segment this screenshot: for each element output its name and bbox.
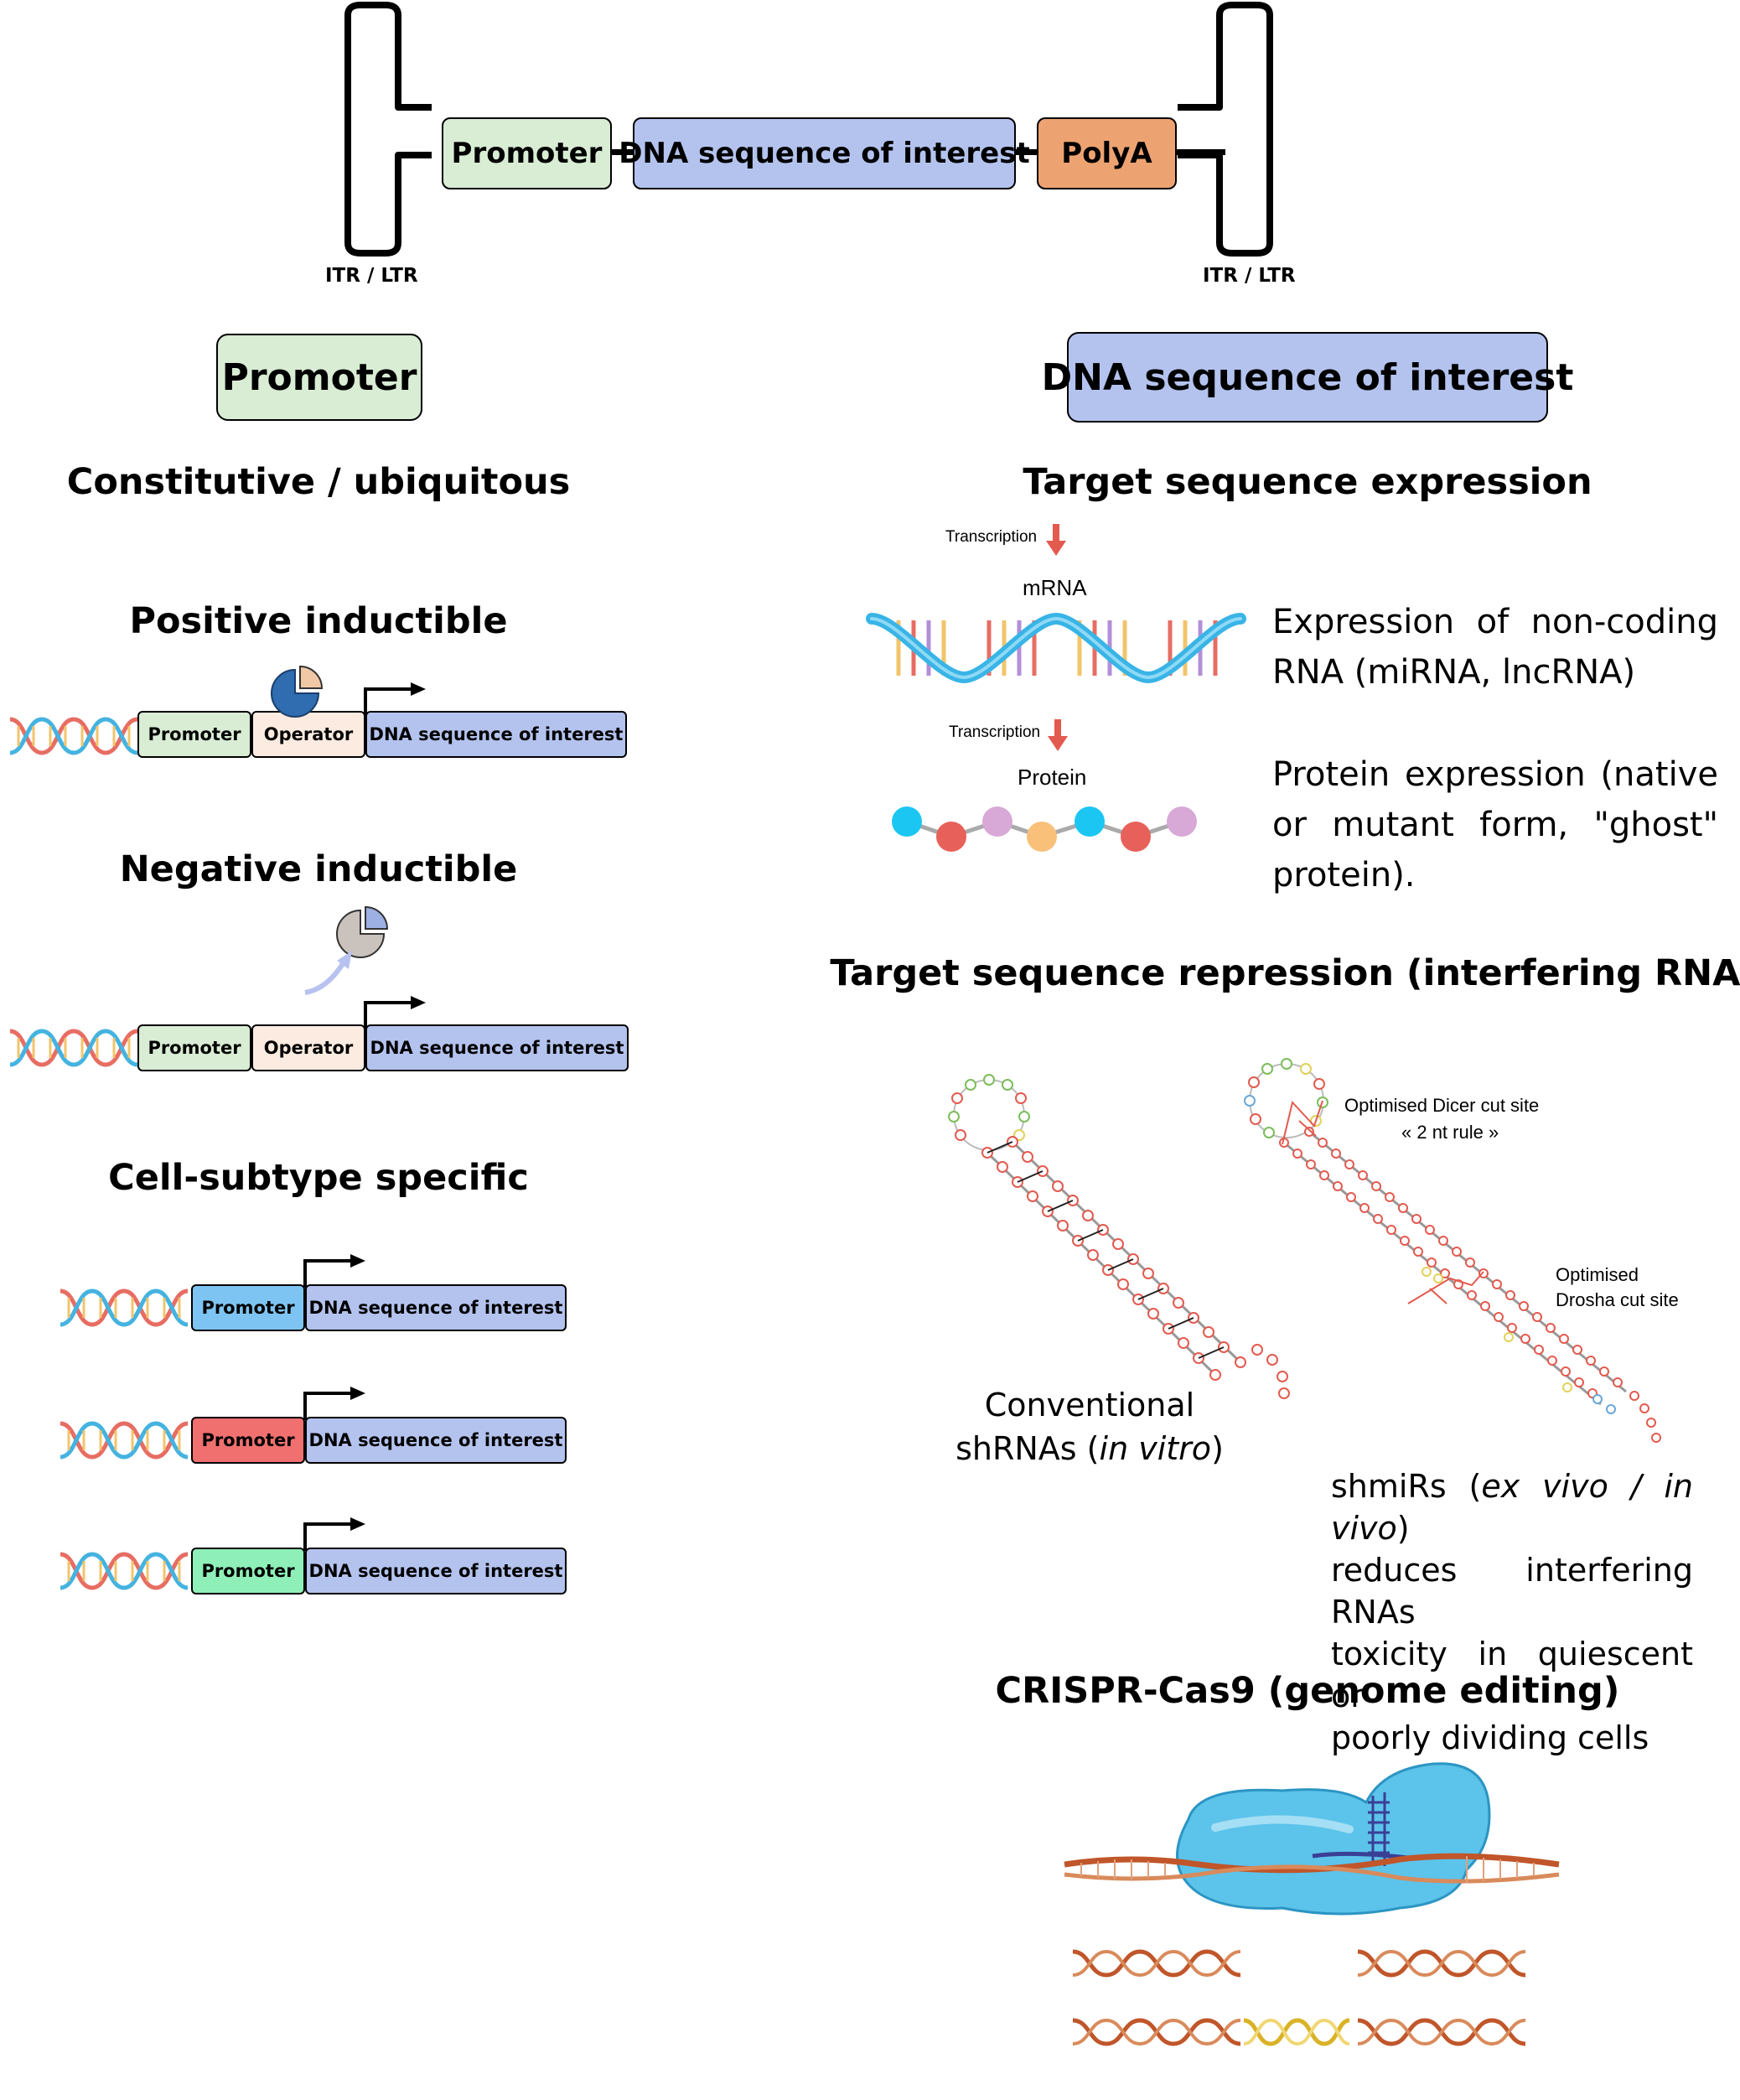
repression-title: Target sequence repression (interfering … — [830, 952, 1740, 994]
shmir-caption-line-3: toxicity in quiescent or — [1331, 1636, 1693, 1714]
shmir-caption-line-4: poorly dividing cells — [1331, 1719, 1649, 1756]
inducer-released-icon — [336, 905, 389, 958]
drosha-label-2: Drosha cut site — [1556, 1289, 1679, 1310]
shrna-caption-line-1: Conventional — [984, 1387, 1195, 1423]
protein-chain-icon — [892, 806, 1197, 852]
shmir-caption-line-2: reduces interfering RNAs — [1331, 1552, 1693, 1631]
transcription-start-arrow-icon — [364, 996, 426, 1029]
negative-inductible-title: Negative inductible — [119, 848, 518, 890]
connector-line — [1175, 149, 1225, 155]
positive-dna-box: DNA sequence of interest — [365, 711, 627, 758]
positive-operator-box: Operator — [251, 711, 365, 758]
construct-promoter-box: Promoter — [442, 117, 612, 189]
protein-line-1: Protein expression (native — [1272, 755, 1718, 794]
positive-inductible-title: Positive inductible — [129, 600, 508, 642]
subtype-dna-box-1: DNA sequence of interest — [305, 1284, 567, 1331]
transcription-arrow-icon — [1046, 524, 1066, 556]
inducer-bound-icon — [271, 665, 324, 718]
subtype-promoter-box-1: Promoter — [191, 1284, 305, 1331]
shrna-caption-italic: in vitro — [1099, 1430, 1212, 1467]
promoter-header: Promoter — [216, 334, 422, 421]
dicer-label-2: « 2 nt rule » — [1401, 1122, 1499, 1143]
transcription-label-1: Transcription — [945, 528, 1038, 546]
subtype-dna-box-2: DNA sequence of interest — [305, 1417, 567, 1464]
negative-operator-box: Operator — [251, 1024, 365, 1071]
shrna-caption-line-2: shRNAs (in vitro) — [930, 1427, 1249, 1470]
transcription-start-arrow-icon — [303, 1387, 365, 1420]
negative-dna-box: DNA sequence of interest — [365, 1024, 629, 1071]
ncrna-line-1: Expression of non-coding — [1272, 603, 1718, 641]
expression-title: Target sequence expression — [1023, 461, 1592, 503]
ncrna-line-2: RNA (miRNA, lncRNA) — [1272, 653, 1636, 692]
release-arrow-icon — [304, 951, 352, 995]
negative-promoter-box: Promoter — [137, 1024, 251, 1071]
itr-right-label: ITR / LTR — [1203, 265, 1296, 287]
drosha-label-1: Optimised — [1556, 1264, 1639, 1285]
construct-polya-box: PolyA — [1037, 117, 1177, 189]
transcription-arrow-icon — [1048, 719, 1068, 751]
positive-promoter-box: Promoter — [137, 711, 251, 758]
constitutive-title: Constitutive / ubiquitous — [66, 461, 571, 503]
inserted-dna-icon — [1243, 2018, 1350, 2046]
mrna-helix-icon — [866, 612, 1246, 684]
connector-line — [1014, 149, 1039, 155]
subtype-dna-box-3: DNA sequence of interest — [305, 1548, 567, 1594]
connector-line — [610, 149, 635, 155]
itr-left-label: ITR / LTR — [325, 265, 418, 287]
cas9-complex-icon — [1064, 1762, 1560, 1916]
cut-dna-fragment-icon — [1072, 1949, 1241, 1978]
protein-label: Protein — [1018, 765, 1087, 790]
dna-sequence-header: DNA sequence of interest — [1042, 332, 1573, 423]
transcription-start-arrow-icon — [303, 1254, 365, 1288]
dna-helix-icon — [9, 1029, 138, 1067]
cut-dna-fragment-icon — [1357, 1949, 1526, 1978]
dna-helix-icon — [60, 1421, 189, 1460]
ncrna-description: Expression of non-coding RNA (miRNA, lnc… — [1272, 597, 1718, 697]
dna-helix-icon — [9, 717, 138, 755]
transcription-start-arrow-icon — [303, 1517, 365, 1551]
subtype-promoter-box-2: Promoter — [191, 1417, 305, 1464]
dna-helix-icon — [60, 1289, 189, 1327]
mrna-label: mRNA — [1023, 575, 1087, 600]
transcription-start-arrow-icon — [364, 682, 426, 716]
shrna-caption-text: shRNAs ( — [955, 1430, 1100, 1467]
protein-description: Protein expression (native or mutant for… — [1272, 749, 1718, 900]
shrna-caption-text: ) — [1211, 1430, 1224, 1467]
subtype-promoter-box-3: Promoter — [191, 1548, 305, 1594]
shmir-caption-text: shmiRs ( — [1331, 1468, 1482, 1505]
cell-subtype-title: Cell-subtype specific — [108, 1157, 529, 1199]
crispr-title: CRISPR-Cas9 (genome editing) — [995, 1670, 1620, 1712]
construct-dna-box: DNA sequence of interest — [619, 117, 1030, 189]
repaired-dna-right-icon — [1357, 2018, 1526, 2046]
dna-helix-icon — [60, 1552, 189, 1590]
shmir-caption: shmiRs (ex vivo / in vivo) reduces inter… — [1331, 1465, 1693, 1759]
protein-line-3: protein). — [1272, 856, 1416, 894]
transcription-label-2: Transcription — [949, 723, 1041, 741]
shmir-caption-line-1: shmiRs (ex vivo / in vivo) — [1331, 1465, 1693, 1549]
itr-right-icon — [1178, 2, 1273, 257]
shmir-hairpin-icon — [1244, 1058, 1661, 1443]
shmir-caption-italic: ex vivo / in vivo — [1331, 1468, 1693, 1547]
protein-line-2: or mutant form, "ghost" — [1272, 806, 1718, 844]
itr-left-icon — [344, 2, 432, 257]
dicer-label-1: Optimised Dicer cut site — [1344, 1095, 1540, 1116]
shrna-hairpin-icon — [948, 1074, 1290, 1399]
shmir-caption-text: ) — [1396, 1510, 1410, 1547]
repaired-dna-left-icon — [1072, 2018, 1241, 2046]
shrna-caption: Conventional shRNAs (in vitro) — [930, 1383, 1249, 1470]
